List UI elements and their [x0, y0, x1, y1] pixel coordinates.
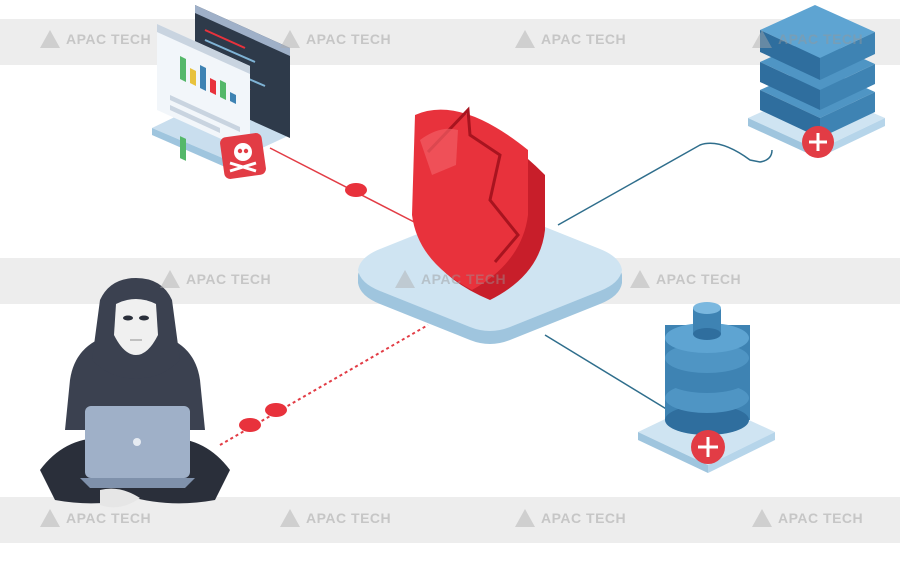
dashboard-icon [157, 24, 250, 161]
laptop-icon [80, 406, 195, 488]
watermark: APAC TECH [515, 509, 626, 527]
alert-badge-icon [691, 430, 725, 464]
attack-line-hacker [219, 324, 429, 446]
watermark: APAC TECH [515, 30, 626, 48]
packet-dot [239, 418, 261, 432]
hacker-icon [40, 278, 230, 508]
skull-icon [220, 133, 266, 179]
connection-lines [219, 142, 773, 446]
server-icon [748, 5, 885, 158]
watermark: APAC TECH [752, 30, 863, 48]
watermark-band-bottom [0, 497, 900, 543]
watermark: APAC TECH [395, 270, 506, 288]
watermark: APAC TECH [752, 509, 863, 527]
packet-dot [345, 183, 367, 197]
watermark: APAC TECH [280, 30, 391, 48]
watermark: APAC TECH [160, 270, 271, 288]
watermark: APAC TECH [40, 509, 151, 527]
alert-badge-icon [802, 126, 834, 158]
watermark: APAC TECH [40, 30, 151, 48]
dashboard-window [152, 5, 290, 179]
link-line-database [544, 334, 669, 411]
watermark: APAC TECH [630, 270, 741, 288]
shield-icon [412, 106, 545, 300]
database-icon [638, 302, 775, 473]
watermark: APAC TECH [280, 509, 391, 527]
watermark-band-top [0, 19, 900, 65]
link-line-server [557, 142, 773, 226]
packet-dot [265, 403, 287, 417]
attack-line-dashboard [269, 147, 421, 226]
